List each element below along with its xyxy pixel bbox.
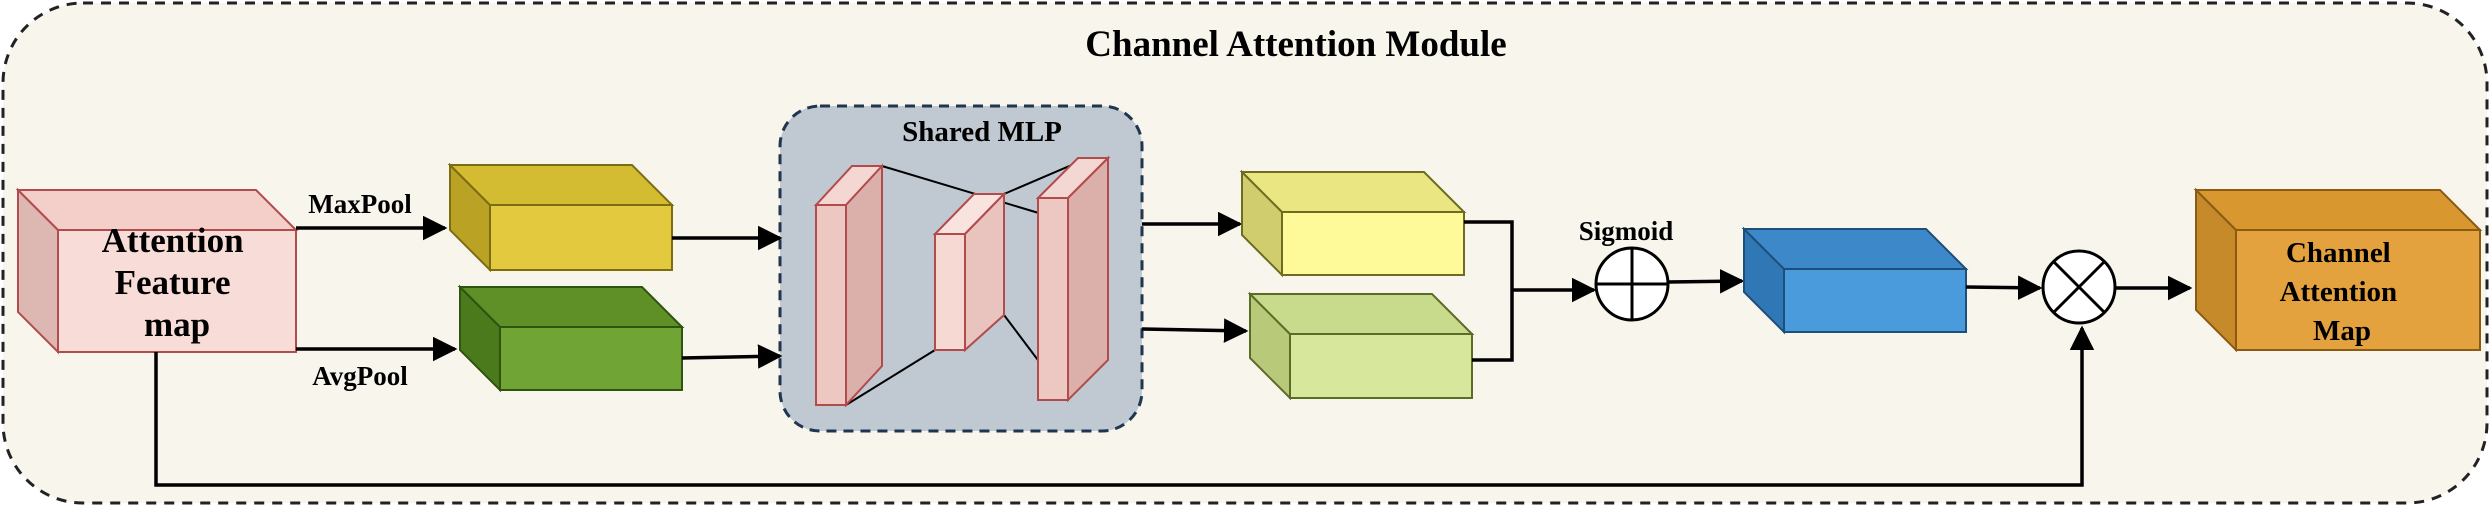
mlp-output-upper-block	[1239, 169, 1467, 278]
avgpool-label: AvgPool	[312, 361, 408, 391]
module-title: Channel Attention Module	[1085, 24, 1506, 65]
mlp-output-lower-block	[1247, 291, 1475, 401]
mlp-layer-2	[932, 191, 1007, 353]
shared-mlp-title: Shared MLP	[902, 116, 1062, 148]
mlp-layer-1	[813, 163, 885, 408]
output-label: Channel Attention Map	[2280, 237, 2405, 347]
mlp-layer-3	[1035, 155, 1111, 403]
arrow-avgpool-to-mlp	[681, 344, 783, 369]
input-feature-map-block	[15, 187, 299, 355]
sigmoid-output-block	[1741, 226, 1969, 335]
multiply-node	[2041, 249, 2117, 325]
arrow-blue-to-multiply	[1965, 275, 2043, 300]
sigmoid-label: Sigmoid	[1579, 216, 1674, 246]
channel-attention-map-block	[2193, 187, 2483, 353]
input-label: Attention Feature map	[102, 221, 253, 344]
arrow-mlp-to-lower	[1141, 318, 1249, 343]
arrow-skip-connection	[154, 325, 2095, 487]
avgpool-block	[457, 284, 685, 393]
mlp-connections	[845, 157, 1089, 406]
maxpool-label: MaxPool	[308, 189, 412, 219]
sum-node	[1594, 246, 1670, 322]
maxpool-block	[447, 162, 675, 273]
arrow-sum-to-blue	[1667, 269, 1745, 294]
